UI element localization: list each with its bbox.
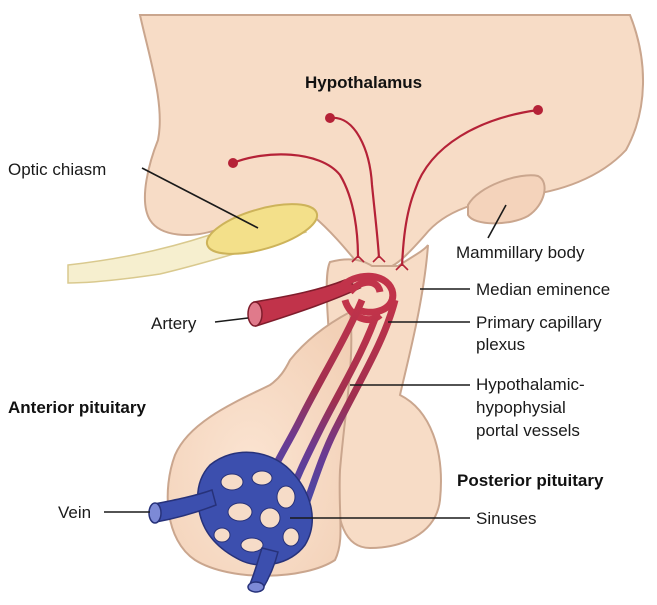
artery: [253, 279, 362, 328]
label-vein: Vein: [58, 503, 91, 522]
label-optic-chiasm: Optic chiasm: [8, 160, 106, 179]
axon-terminals: [351, 254, 409, 271]
leader-lines: [104, 167, 507, 519]
neurons: [232, 108, 539, 267]
neuron-cell-bodies: [228, 105, 543, 168]
label-median-eminence: Median eminence: [476, 280, 610, 299]
artery-opening: [247, 301, 263, 327]
optic-chiasm-shape: [205, 203, 319, 255]
vein-left: [153, 489, 217, 523]
label-mammillary-body: Mammillary body: [456, 243, 585, 262]
label-portal-vessels-2: hypophysial: [476, 398, 566, 417]
vein-left-opening: [148, 502, 162, 524]
hypothalamus-region: [138, 14, 645, 267]
label-primary-capillary-plexus-2: plexus: [476, 335, 525, 354]
label-anterior-pituitary: Anterior pituitary: [8, 398, 146, 417]
label-portal-vessels-1: Hypothalamic-: [476, 375, 585, 394]
label-sinuses: Sinuses: [476, 509, 536, 528]
label-hypothalamus: Hypothalamus: [305, 73, 422, 92]
vein-bottom-opening: [247, 581, 265, 593]
label-artery: Artery: [151, 314, 197, 333]
label-primary-capillary-plexus-1: Primary capillary: [476, 313, 602, 332]
mammillary-body-shape: [467, 174, 546, 225]
label-portal-vessels-3: portal vessels: [476, 421, 580, 440]
sinus-holes: [213, 470, 300, 553]
label-posterior-pituitary: Posterior pituitary: [457, 471, 604, 490]
